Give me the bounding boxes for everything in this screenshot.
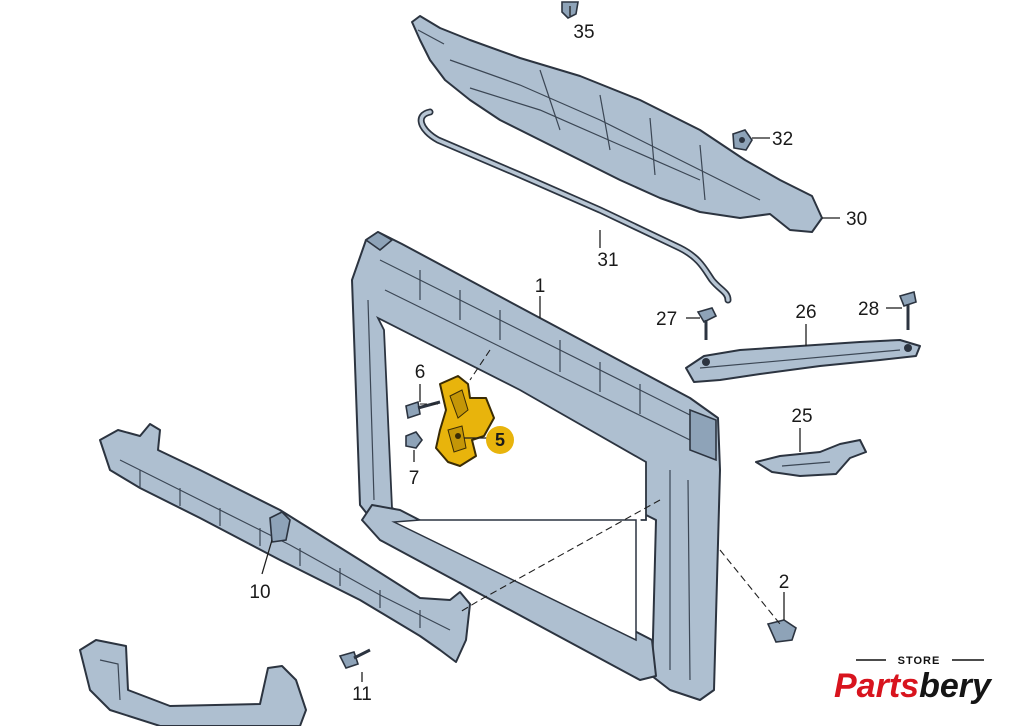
callout-26: 26	[795, 302, 816, 323]
part-26-strut[interactable]	[685, 339, 921, 383]
part-32-nut[interactable]	[732, 129, 753, 151]
part-25-bracket[interactable]	[755, 439, 867, 477]
callout-25: 25	[791, 406, 812, 427]
part-27-bolt[interactable]	[696, 307, 718, 340]
callout-5-marker	[486, 426, 514, 454]
part-lower-strap[interactable]	[79, 639, 307, 726]
callout-31: 31	[597, 250, 618, 271]
part-11-bolt[interactable]	[338, 648, 371, 669]
callout-30: 30	[846, 209, 867, 230]
callout-1: 1	[535, 276, 546, 297]
callout-6: 6	[415, 362, 426, 383]
callout-7: 7	[409, 468, 420, 489]
part-28-bolt[interactable]	[898, 290, 917, 330]
part-6-bolt[interactable]	[405, 400, 441, 420]
part-7-nut[interactable]	[405, 431, 423, 449]
logo-wordmark: Partsbery	[834, 667, 993, 705]
logo-store-text: STORE	[898, 655, 941, 667]
part-5-bracket-highlighted[interactable]	[435, 375, 495, 467]
callout-28: 28	[858, 299, 879, 320]
part-30-upper-cover[interactable]	[411, 15, 823, 233]
part-31-cable[interactable]	[417, 108, 732, 304]
callout-2: 2	[779, 572, 790, 593]
callout-27: 27	[656, 309, 677, 330]
store-logo: STORE Partsbery	[834, 655, 993, 705]
callout-32: 32	[772, 129, 793, 150]
callout-35: 35	[573, 22, 594, 43]
part-1-front-frame[interactable]	[351, 231, 721, 701]
leader-lines	[261, 6, 902, 682]
callout-5: 5	[495, 430, 505, 450]
logo-wordmark-red: Parts	[834, 667, 919, 705]
part-10-carrier-bar[interactable]	[99, 423, 471, 663]
logo-wordmark-black: bery	[919, 667, 993, 705]
callout-10: 10	[249, 582, 270, 603]
part-2-clip[interactable]	[766, 619, 797, 643]
callout-11: 11	[352, 684, 372, 705]
